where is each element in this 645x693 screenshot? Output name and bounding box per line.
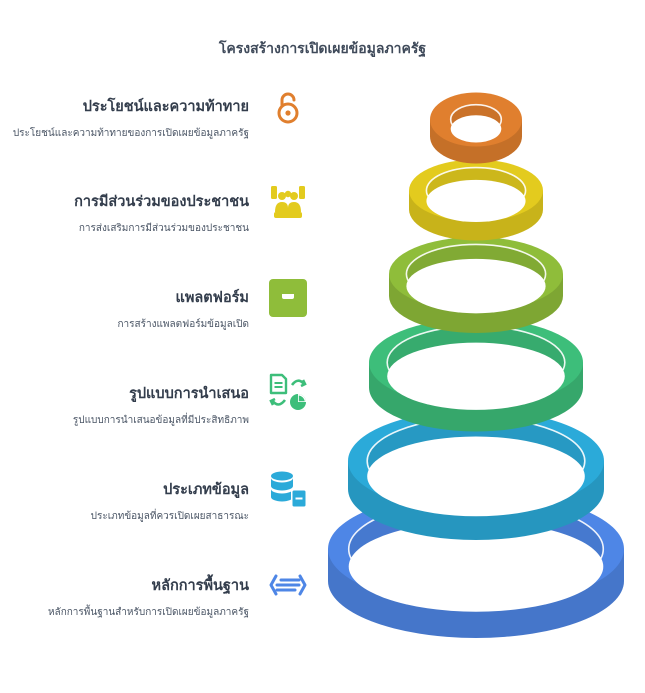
item-description: รูปแบบการนำเสนอข้อมูลที่มีประสิทธิภาพ bbox=[72, 415, 249, 426]
unlock-icon bbox=[268, 88, 308, 128]
item-description: การสร้างแพลตฟอร์มข้อมูลเปิด bbox=[117, 319, 249, 330]
ring-3 bbox=[369, 318, 583, 432]
item-benefits-challenges: ประโยชน์และความท้าทาย ประโยชน์และความท้า… bbox=[9, 97, 249, 141]
item-heading: หลักการพื้นฐาน bbox=[151, 578, 249, 594]
ring-2 bbox=[389, 237, 563, 333]
people-group-icon bbox=[268, 182, 308, 222]
ring-0 bbox=[430, 92, 522, 164]
exchange-arrows-icon bbox=[268, 565, 308, 605]
item-description: การส่งเสริมการมีส่วนร่วมของประชาชน bbox=[78, 223, 249, 234]
ring-4 bbox=[348, 410, 604, 540]
item-fundamental-principles: หลักการพื้นฐาน หลักการพื้นฐานสำหรับการเป… bbox=[9, 576, 249, 620]
item-data-types: ประเภทข้อมูล ประเภทข้อมูลที่ควรเปิดเผยสา… bbox=[9, 480, 249, 524]
database-icon bbox=[268, 469, 308, 509]
item-platform: แพลตฟอร์ม การสร้างแพลตฟอร์มข้อมูลเปิด bbox=[9, 288, 249, 332]
item-presentation-format: รูปแบบการนำเสนอ รูปแบบการนำเสนอข้อมูลที่… bbox=[9, 384, 249, 428]
platform-icon bbox=[268, 278, 308, 318]
item-public-participation: การมีส่วนร่วมของประชาชน การส่งเสริมการมี… bbox=[9, 192, 249, 236]
ring-1 bbox=[409, 159, 543, 241]
item-heading: ประโยชน์และความท้าทาย bbox=[82, 99, 249, 115]
item-heading: รูปแบบการนำเสนอ bbox=[129, 386, 249, 402]
item-description: หลักการพื้นฐานสำหรับการเปิดเผยข้อมูลภาคร… bbox=[47, 607, 249, 618]
document-chart-icon bbox=[268, 373, 308, 413]
item-heading: การมีส่วนร่วมของประชาชน bbox=[74, 194, 249, 210]
item-heading: แพลตฟอร์ม bbox=[175, 290, 249, 306]
item-description: ประเภทข้อมูลที่ควรเปิดเผยสาธารณะ bbox=[90, 511, 249, 522]
item-description: ประโยชน์และความท้าทายของการเปิดเผยข้อมูล… bbox=[12, 128, 249, 139]
item-heading: ประเภทข้อมูล bbox=[163, 482, 249, 498]
diagram-title: โครงสร้างการเปิดเผยข้อมูลภาครัฐ bbox=[218, 41, 427, 57]
